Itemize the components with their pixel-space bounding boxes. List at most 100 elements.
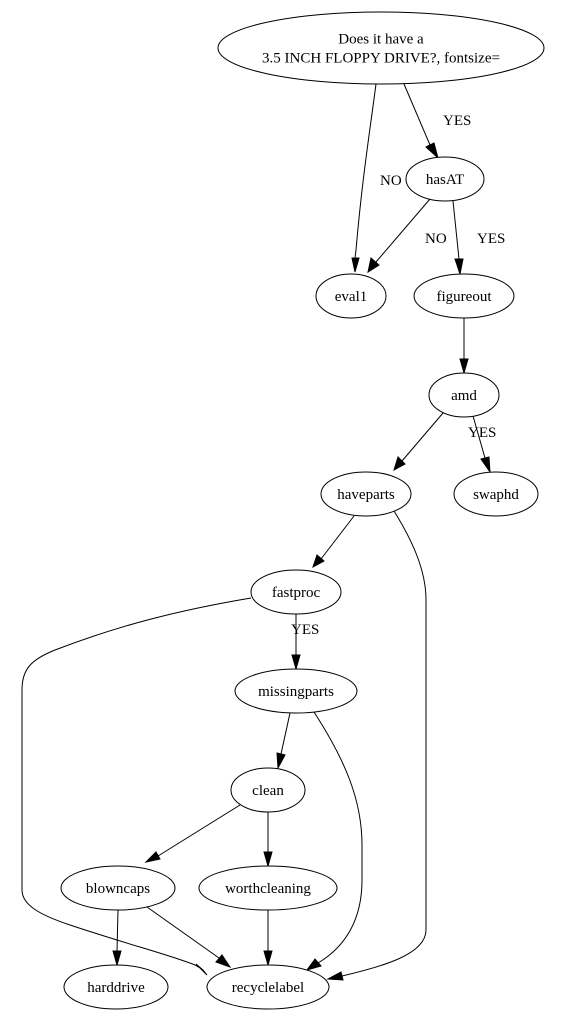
edge-label: YES: [477, 231, 505, 247]
edge-hasAT-to-eval1: NO: [367, 198, 447, 274]
arrowhead-icon: [263, 851, 273, 868]
arrowhead-icon: [454, 258, 464, 276]
node-label: swaphd: [473, 487, 519, 503]
edge-line: [21, 597, 252, 969]
node-label: fastproc: [272, 585, 321, 601]
edge-missingparts-to-recyclelabel: [305, 711, 363, 971]
node-shape: [405, 156, 485, 202]
node-fastproc: fastproc: [250, 569, 342, 615]
edge-haveparts-to-recyclelabel: [326, 510, 427, 981]
node-label: clean: [252, 783, 284, 799]
node-shape: [60, 865, 176, 911]
edge-haveparts-to-fastproc: [312, 515, 355, 569]
edge-fastproc-to-missingparts: YES: [291, 614, 319, 671]
node-shape: [428, 372, 500, 418]
edge-label: YES: [443, 113, 471, 129]
node-hasAT: hasAT: [405, 156, 485, 202]
node-label: amd: [451, 388, 477, 404]
edge-line: [280, 712, 291, 755]
edge-line: [354, 83, 377, 259]
node-recyclelabel: recyclelabel: [206, 964, 330, 1010]
edge-line: [375, 198, 431, 263]
edge-line: [157, 804, 241, 857]
node-shape: [250, 569, 342, 615]
node-haveparts: haveparts: [320, 471, 412, 517]
edge-blowncaps-to-harddrive: [112, 909, 122, 967]
edge-worthcleaning-to-recyclelabel: [263, 910, 273, 967]
arrowhead-icon: [276, 752, 286, 770]
edge-fastproc-to-recyclelabel: [21, 597, 252, 976]
edge-figureout-to-amd: [459, 318, 469, 375]
arrowhead-icon: [305, 958, 322, 971]
arrowhead-icon: [291, 654, 301, 671]
edge-missingparts-to-clean: [276, 712, 291, 770]
node-missingparts: missingparts: [234, 668, 358, 714]
node-swaphd: swaphd: [453, 471, 539, 517]
node-harddrive: harddrive: [63, 964, 169, 1010]
edge-clean-to-worthcleaning: [263, 812, 273, 868]
node-label: haveparts: [337, 487, 395, 503]
edge-line: [401, 412, 444, 462]
node-label: recyclelabel: [232, 980, 304, 996]
node-label: 3.5 INCH FLOPPY DRIVE?, fontsize=: [262, 51, 500, 67]
node-label: worthcleaning: [225, 881, 311, 897]
node-shape: [320, 471, 412, 517]
node-shape: [217, 11, 545, 85]
arrowhead-icon: [393, 456, 406, 472]
arrowhead-icon: [263, 950, 273, 967]
node-label: Does it have a: [338, 32, 424, 48]
edge-line: [313, 711, 363, 964]
nodes-layer: Does it have a 3.5 INCH FLOPPY DRIVE?, fo…: [60, 11, 545, 1010]
edge-root-to-eval1: NO: [351, 83, 402, 273]
edge-blowncaps-to-recyclelabel: [146, 906, 232, 968]
edge-label: NO: [380, 173, 402, 189]
node-clean: clean: [230, 767, 306, 813]
edge-line: [146, 906, 220, 959]
arrowhead-icon: [195, 963, 208, 976]
node-label: harddrive: [87, 980, 145, 996]
node-amd: amd: [428, 372, 500, 418]
arrowhead-icon: [480, 456, 491, 474]
node-label: hasAT: [426, 172, 464, 188]
node-shape: [230, 767, 306, 813]
arrowhead-icon: [351, 257, 360, 273]
edge-line: [320, 515, 355, 560]
edge-root-to-hasAT: YES: [403, 83, 471, 160]
node-shape: [63, 964, 169, 1010]
node-label: missingparts: [258, 684, 334, 700]
arrowhead-icon: [326, 971, 344, 981]
arrowhead-icon: [144, 851, 161, 863]
edge-label: YES: [291, 622, 319, 638]
node-label: blowncaps: [86, 881, 150, 897]
edge-line: [452, 200, 460, 260]
edge-line: [116, 909, 119, 952]
edge-amd-to-haveparts: [393, 412, 444, 472]
edge-line: [403, 83, 431, 146]
edge-line: [341, 510, 427, 977]
edge-amd-to-swaphd: YES: [468, 415, 496, 474]
node-eval1: eval1: [315, 273, 387, 319]
node-shape: [413, 273, 515, 319]
arrowhead-icon: [215, 954, 232, 968]
node-blowncaps: blowncaps: [60, 865, 176, 911]
arrowhead-icon: [112, 950, 122, 967]
edge-hasAT-to-figureout: YES: [452, 200, 505, 276]
node-label: figureout: [437, 289, 493, 305]
node-worthcleaning: worthcleaning: [198, 865, 338, 911]
node-shape: [206, 964, 330, 1010]
node-shape: [234, 668, 358, 714]
edges-layer: NO YES NO YES YES YES: [21, 83, 505, 981]
edge-clean-to-blowncaps: [144, 804, 241, 863]
arrowhead-icon: [367, 257, 380, 274]
node-root: Does it have a 3.5 INCH FLOPPY DRIVE?, fo…: [217, 11, 545, 85]
arrowhead-icon: [425, 142, 439, 160]
node-figureout: figureout: [413, 273, 515, 319]
edge-line: [472, 415, 486, 459]
edge-label: YES: [468, 425, 496, 441]
node-label: eval1: [335, 289, 367, 305]
node-shape: [453, 471, 539, 517]
arrowhead-icon: [459, 358, 469, 375]
node-shape: [315, 273, 387, 319]
edge-label: NO: [425, 231, 447, 247]
arrowhead-icon: [312, 554, 325, 569]
